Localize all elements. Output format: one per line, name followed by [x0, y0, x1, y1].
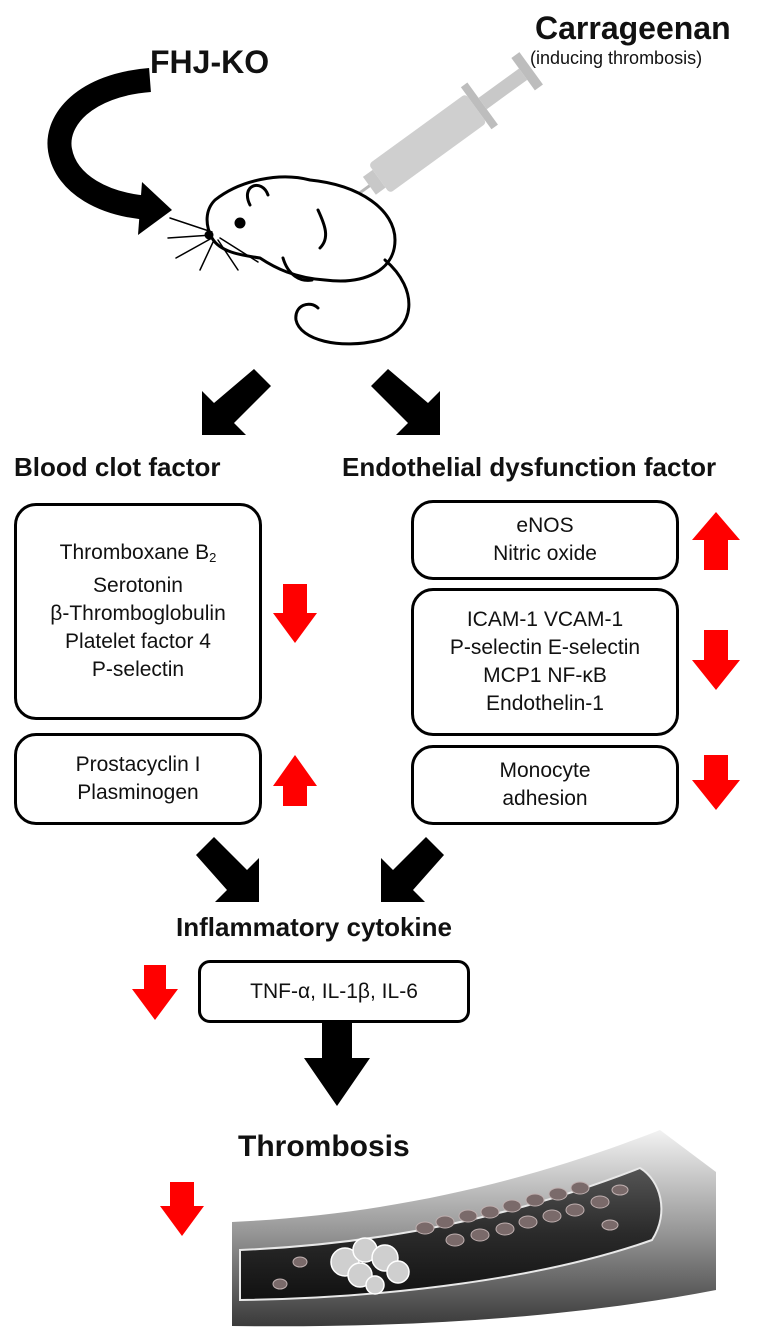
monocyte-item: Monocyte: [499, 759, 591, 782]
plasminogen-item: Plasminogen: [77, 781, 199, 804]
blood-clot-title: Blood clot factor: [14, 452, 221, 482]
adhesion-item: adhesion: [502, 787, 588, 810]
enos-item: eNOS: [516, 514, 574, 537]
carrageenan-label: Carrageenan: [535, 10, 731, 46]
endothelial-title: Endothelial dysfunction factor: [342, 452, 717, 482]
mouse-icon: [167, 175, 411, 346]
blood-clot-decrease-arrow-icon: [273, 584, 317, 643]
nitric-oxide-item: Nitric oxide: [493, 542, 597, 565]
arrow-to-thrombosis-icon: [304, 1012, 370, 1106]
blood-clot-factor-box: Thromboxane B2 Serotonin β-Thromboglobul…: [14, 503, 262, 720]
cytokine-title: Inflammatory cytokine: [176, 912, 452, 942]
thrombosis-title: Thrombosis: [238, 1130, 410, 1163]
prostacyclin-increase-arrow-icon: [273, 755, 317, 806]
blood-vessel-illustration: [232, 1130, 716, 1327]
prostacyclin-box: Prostacyclin I Plasminogen: [14, 733, 262, 825]
enos-increase-arrow-icon: [692, 512, 740, 570]
carrageenan-sublabel: (inducing thrombosis): [530, 48, 703, 68]
enos-box: eNOS Nitric oxide: [411, 500, 679, 580]
arrow-to-blood-clot-icon: [202, 369, 271, 435]
arrow-from-blood-clot-icon: [196, 837, 259, 902]
monocyte-box: Monocyte adhesion: [411, 745, 679, 825]
arrow-to-endothelial-icon: [371, 369, 440, 435]
cytokine-box: TNF-α, IL-1β, IL-6: [198, 960, 470, 1023]
cytokine-list: TNF-α, IL-1β, IL-6: [250, 979, 418, 1003]
icam-item: ICAM-1 VCAM-1: [466, 608, 624, 631]
icam-decrease-arrow-icon: [692, 630, 740, 690]
fhj-ko-label: FHJ-KO: [150, 44, 270, 80]
thromboxane-item: Thromboxane B2: [59, 541, 217, 565]
selectin-item: P-selectin E-selectin: [449, 636, 641, 659]
adhesion-molecules-box: ICAM-1 VCAM-1 P-selectin E-selectin MCP1…: [411, 588, 679, 736]
prostacyclin-item: Prostacyclin I: [75, 753, 201, 776]
thrombosis-decrease-arrow-icon: [160, 1182, 204, 1236]
arrow-from-endothelial-icon: [381, 837, 444, 902]
endothelin-item: Endothelin-1: [486, 692, 604, 715]
curved-arrow-icon: [47, 68, 172, 235]
cytokine-decrease-arrow-icon: [132, 965, 178, 1020]
thromboglobulin-item: β-Thromboglobulin: [50, 602, 226, 625]
serotonin-item: Serotonin: [93, 574, 183, 597]
mcp1-item: MCP1 NF-κB: [483, 664, 607, 687]
p-selectin-item: P-selectin: [91, 658, 185, 681]
platelet-factor-item: Platelet factor 4: [65, 630, 211, 653]
monocyte-decrease-arrow-icon: [692, 755, 740, 810]
